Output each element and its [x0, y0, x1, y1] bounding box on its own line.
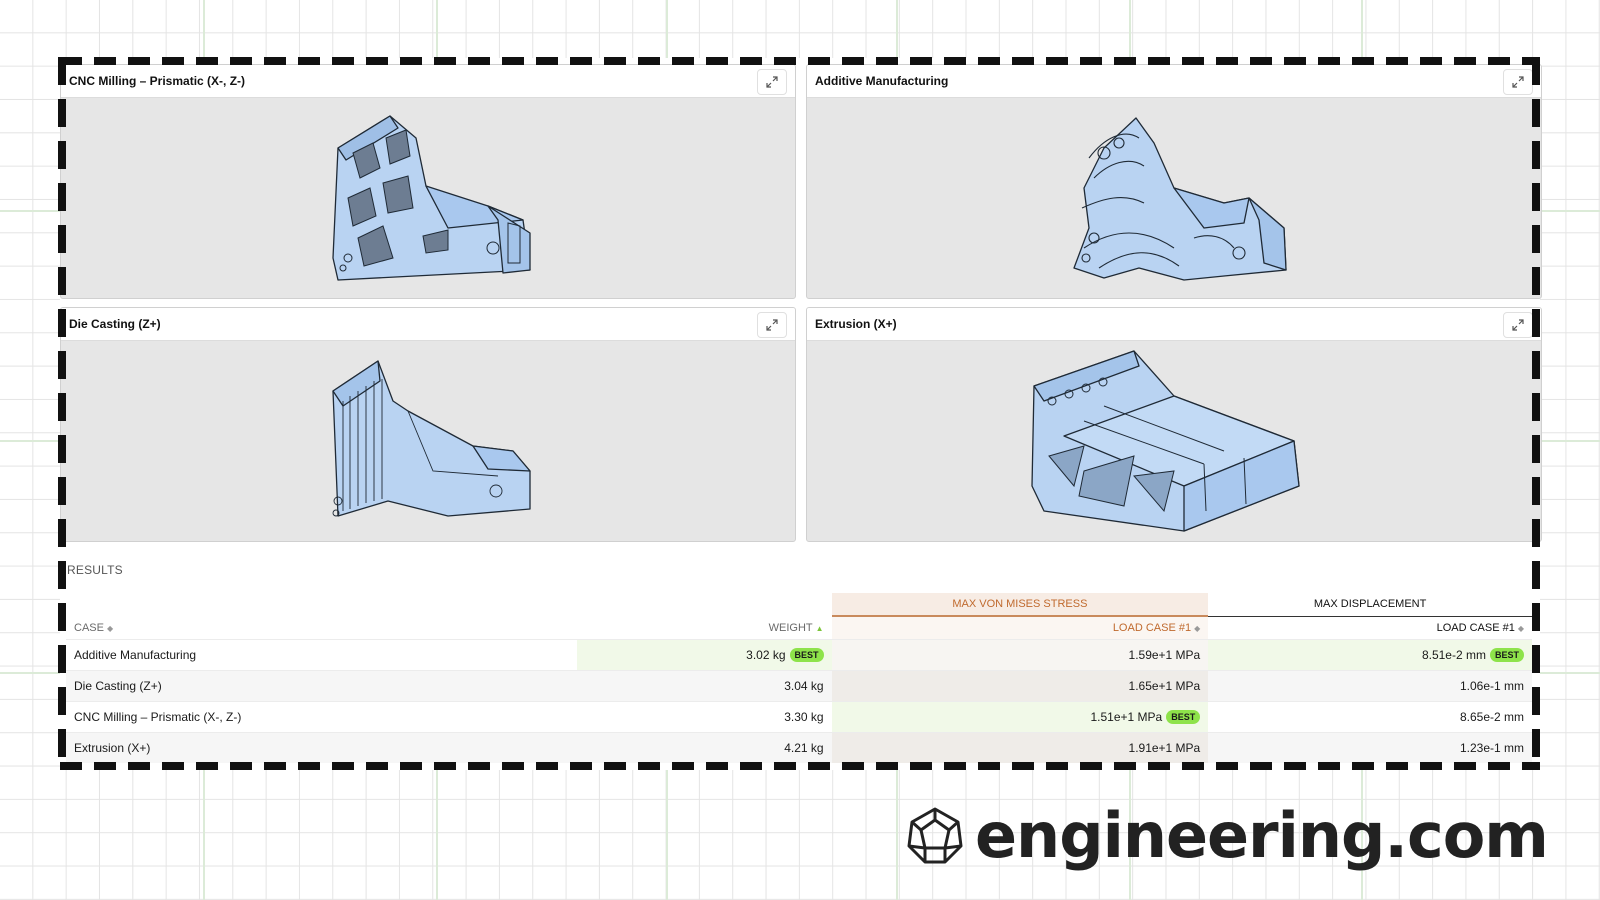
sort-asc-icon: ▲ [815, 623, 824, 633]
viewer-panel-die-casting: Die Casting (Z+) [60, 307, 796, 542]
best-badge: BEST [1166, 710, 1201, 724]
displacement-cell: 1.23e-1 mm [1208, 732, 1532, 763]
case-cell: Extrusion (X+) [66, 732, 578, 763]
expand-icon [766, 319, 778, 331]
3d-viewport[interactable] [807, 98, 1541, 298]
expand-button[interactable] [1503, 69, 1533, 95]
best-badge: BEST [1489, 648, 1524, 662]
3d-viewport[interactable] [61, 98, 795, 298]
displacement-cell: 1.06e-1 mm [1208, 670, 1532, 702]
viewer-panel-additive: Additive Manufacturing [806, 64, 1542, 299]
expand-button[interactable] [757, 69, 787, 95]
3d-viewport[interactable] [61, 341, 795, 541]
results-table: MAX VON MISES STRESS MAX DISPLACEMENT CA… [66, 593, 1532, 763]
results-title: RESULTS [67, 563, 123, 577]
panel-title: Extrusion (X+) [815, 317, 897, 331]
expand-icon [1512, 319, 1524, 331]
panel-header: Extrusion (X+) [807, 308, 1541, 341]
expand-button[interactable] [1503, 312, 1533, 338]
panel-title: Die Casting (Z+) [69, 317, 161, 331]
dashed-border [58, 57, 66, 770]
table-row[interactable]: CNC Milling – Prismatic (X-, Z-) 3.30 kg… [66, 701, 1532, 733]
viewer-panel-cnc: CNC Milling – Prismatic (X-, Z-) [60, 64, 796, 299]
panel-header: CNC Milling – Prismatic (X-, Z-) [61, 65, 795, 98]
results-section: RESULTS MAX VON MISES STRESS MAX DISPLAC… [66, 551, 1532, 763]
sort-icon: ◆ [1194, 624, 1201, 633]
logo-text: engineering.com [975, 799, 1549, 872]
table-row[interactable]: Extrusion (X+) 4.21 kg 1.91e+1 MPa 1.23e… [66, 732, 1532, 763]
3d-viewport[interactable] [807, 341, 1541, 541]
expand-button[interactable] [757, 312, 787, 338]
case-cell: CNC Milling – Prismatic (X-, Z-) [66, 701, 578, 733]
displacement-group-header: MAX DISPLACEMENT [1313, 598, 1427, 611]
sort-icon: ◆ [1517, 623, 1524, 633]
stress-column-header[interactable]: LOAD CASE #1◆ [831, 616, 1209, 640]
panel-header: Additive Manufacturing [807, 65, 1541, 98]
case-column-header[interactable]: CASE◆ [74, 621, 114, 634]
dashed-border [60, 762, 1540, 770]
stress-cell: 1.59e+1 MPa [831, 639, 1209, 671]
case-cell: Die Casting (Z+) [66, 670, 578, 702]
weight-cell: 3.30 kg [577, 701, 832, 733]
part-model-additive [1073, 117, 1287, 281]
displacement-cell: 8.65e-2 mm [1208, 701, 1532, 733]
table-row[interactable]: Die Casting (Z+) 3.04 kg 1.65e+1 MPa 1.0… [66, 670, 1532, 702]
dashed-border [60, 57, 1540, 65]
panel-title: CNC Milling – Prismatic (X-, Z-) [69, 74, 246, 88]
expand-icon [766, 76, 778, 88]
part-model-extrusion [1031, 350, 1300, 532]
weight-cell: 4.21 kg [577, 732, 832, 763]
panel-header: Die Casting (Z+) [61, 308, 795, 341]
viewer-panel-extrusion: Extrusion (X+) [806, 307, 1542, 542]
displacement-column-header[interactable]: LOAD CASE #1◆ [1208, 615, 1532, 640]
case-cell: Additive Manufacturing [66, 639, 578, 671]
stress-group-header: MAX VON MISES STRESS [831, 593, 1209, 617]
sort-icon: ◆ [106, 623, 114, 633]
dashed-border [1532, 57, 1540, 770]
stress-cell: 1.91e+1 MPa [831, 732, 1209, 763]
stress-cell: 1.65e+1 MPa [831, 670, 1209, 702]
engineering-com-logo: engineering.com [905, 799, 1549, 872]
weight-column-header[interactable]: WEIGHT▲ [768, 621, 824, 634]
part-model-cnc [332, 115, 531, 281]
weight-cell: 3.04 kg [577, 670, 832, 702]
part-model-die-casting [332, 360, 531, 517]
expand-icon [1512, 76, 1524, 88]
best-badge: BEST [789, 648, 824, 662]
panel-title: Additive Manufacturing [815, 74, 949, 88]
geodesic-sphere-icon [907, 807, 963, 864]
